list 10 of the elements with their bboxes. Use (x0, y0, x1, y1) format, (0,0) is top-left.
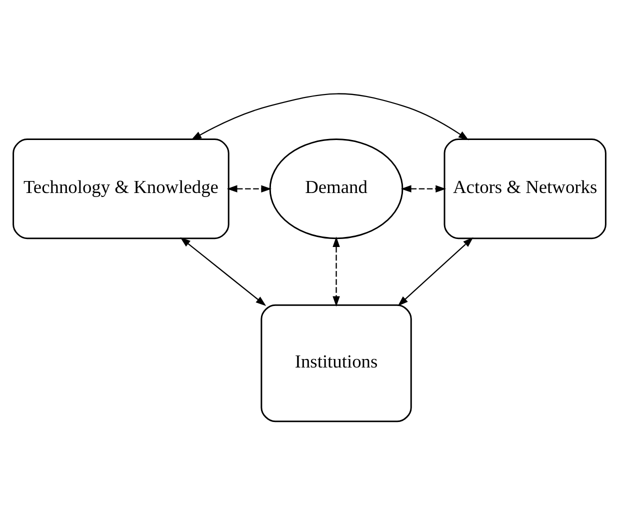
arrow (400, 184, 446, 192)
node-ellipse: Demand (269, 138, 404, 239)
node-box: Actors & Networks (444, 138, 606, 239)
node-box: Technology & Knowledge (12, 138, 230, 239)
arrow (226, 184, 272, 192)
arrow (332, 236, 340, 306)
node-box: Institutions (260, 304, 412, 422)
arrow (191, 92, 469, 140)
arrow (180, 236, 266, 306)
arrow (398, 236, 474, 306)
